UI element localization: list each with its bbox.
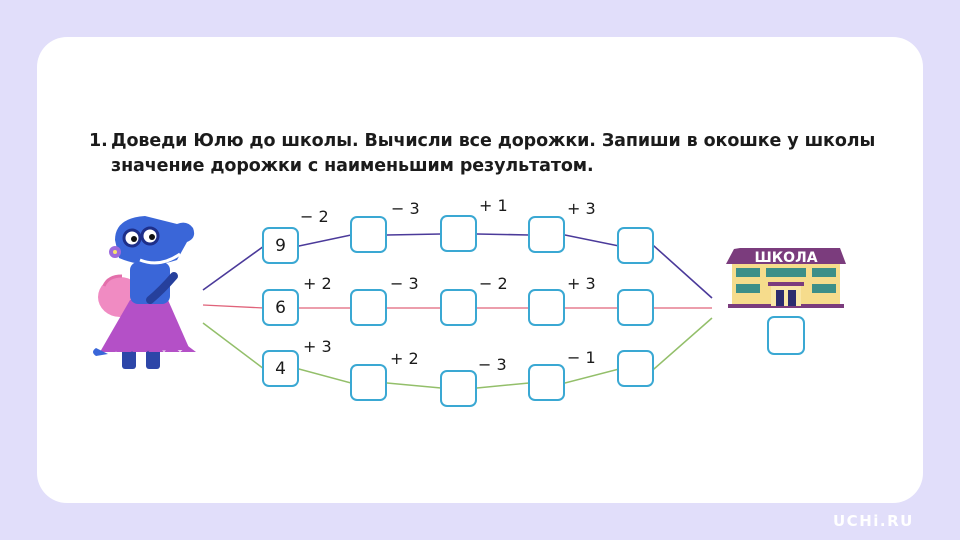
path-1-answer-box-3[interactable] <box>528 216 565 253</box>
path-2-start-value: 6 <box>275 297 286 318</box>
school-answer-box[interactable] <box>767 316 805 355</box>
task-text: 1.Доведи Юлю до школы. Вычисли все дорож… <box>89 129 889 179</box>
path-3-answer-box-1[interactable] <box>350 364 387 401</box>
uchi-logo: UCHi.RU <box>833 512 914 530</box>
path-2-op-4: + 3 <box>567 274 596 293</box>
path-3-answer-box-3[interactable] <box>528 364 565 401</box>
path-2-op-3: − 2 <box>479 274 508 293</box>
task-line-2: значение дорожки с наименьшим результато… <box>111 156 594 176</box>
path-2-answer-box-2[interactable] <box>440 289 477 326</box>
path-2-op-2: − 3 <box>390 274 419 293</box>
path-2-answer-box-1[interactable] <box>350 289 387 326</box>
path-2-answer-box-4[interactable] <box>617 289 654 326</box>
school-building <box>726 248 846 308</box>
school-sign: ШКОЛА <box>754 250 817 266</box>
crocodile-girl-character <box>93 216 196 369</box>
path-3-start-value: 4 <box>275 358 286 379</box>
task-number: 1. <box>89 131 108 151</box>
path-3-op-1: + 3 <box>303 337 332 356</box>
path-1-answer-box-4[interactable] <box>617 227 654 264</box>
path-1-op-3: + 1 <box>479 196 508 215</box>
path-1-start-value: 9 <box>275 235 286 256</box>
path-1-op-4: + 3 <box>567 199 596 218</box>
path-3-op-4: − 1 <box>567 348 596 367</box>
path-2-start-box: 6 <box>262 289 299 326</box>
task-line-1: Доведи Юлю до школы. Вычисли все дорожки… <box>111 131 876 151</box>
path-3-op-3: − 3 <box>478 355 507 374</box>
path-3-answer-box-4[interactable] <box>617 350 654 387</box>
path-1-op-1: − 2 <box>300 207 329 226</box>
path-1-op-2: − 3 <box>391 199 420 218</box>
path-1-answer-box-2[interactable] <box>440 215 477 252</box>
path-3-op-2: + 2 <box>390 349 419 368</box>
path-2-answer-box-3[interactable] <box>528 289 565 326</box>
path-1-start-box: 9 <box>262 227 299 264</box>
path-1-answer-box-1[interactable] <box>350 216 387 253</box>
path-3-start-box: 4 <box>262 350 299 387</box>
path-3-answer-box-2[interactable] <box>440 370 477 407</box>
path-2-op-1: + 2 <box>303 274 332 293</box>
